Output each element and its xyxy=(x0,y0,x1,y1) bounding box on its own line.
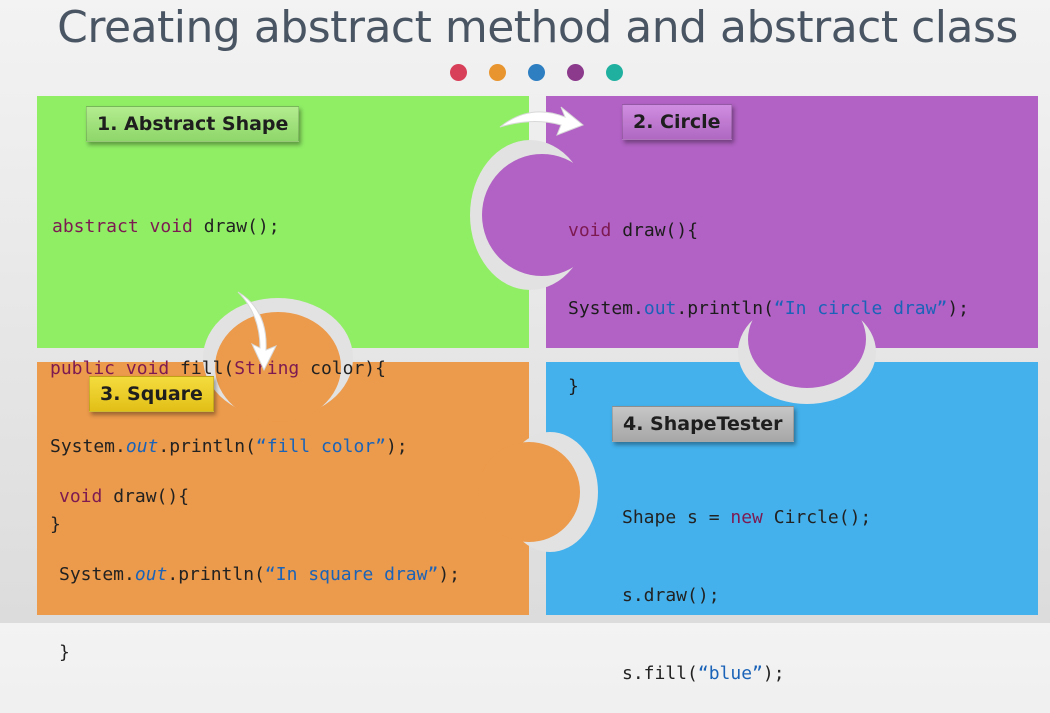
knob-square xyxy=(215,312,341,422)
code-line: System.out.println(“In square draw”); xyxy=(59,564,460,585)
code-square: void draw(){ System.out.println(“In squa… xyxy=(59,432,460,692)
code-line: } xyxy=(50,514,61,535)
code-line: } xyxy=(59,642,70,663)
code-line: s.fill(“blue”); xyxy=(622,663,785,684)
curved-arrow-icon xyxy=(237,291,278,372)
panel-shape-tester xyxy=(546,362,1038,615)
curved-arrow-icon xyxy=(499,106,584,136)
decor-dot-2 xyxy=(489,64,506,81)
code-line: s.draw(); xyxy=(622,585,720,606)
code-line: void draw(){ xyxy=(59,486,190,507)
label-abstract-shape: 1. Abstract Shape xyxy=(86,106,300,142)
slide-title: Creating abstract method and abstract cl… xyxy=(57,2,1018,53)
code-shape-tester: Shape s = new Circle(); s.draw(); s.fill… xyxy=(622,453,871,713)
label-square: 3. Square xyxy=(89,376,214,412)
code-circle: void draw(){ System.out.println(“In circ… xyxy=(568,166,969,426)
knob-circle-bottom xyxy=(748,290,866,388)
code-line: Shape s = new Circle(); xyxy=(622,507,872,528)
decor-dot-5 xyxy=(606,64,623,81)
label-shape-tester: 4. ShapeTester xyxy=(612,406,794,442)
decor-dot-3 xyxy=(528,64,545,81)
code-line: } xyxy=(568,376,579,397)
knob-square-right xyxy=(478,442,580,542)
code-abstract-shape: abstract void draw(); public void fill(S… xyxy=(50,162,408,564)
decor-dot-1 xyxy=(450,64,467,81)
knob-circle xyxy=(482,154,602,276)
code-line: public void fill(String color){ xyxy=(50,358,386,379)
code-line: abstract void draw(); xyxy=(52,216,280,237)
decor-dot-4 xyxy=(567,64,584,81)
code-line: System.out.println(“fill color”); xyxy=(50,436,408,457)
label-circle: 2. Circle xyxy=(622,104,732,140)
code-line: System.out.println(“In circle draw”); xyxy=(568,298,969,319)
code-line: void draw(){ xyxy=(568,220,699,241)
